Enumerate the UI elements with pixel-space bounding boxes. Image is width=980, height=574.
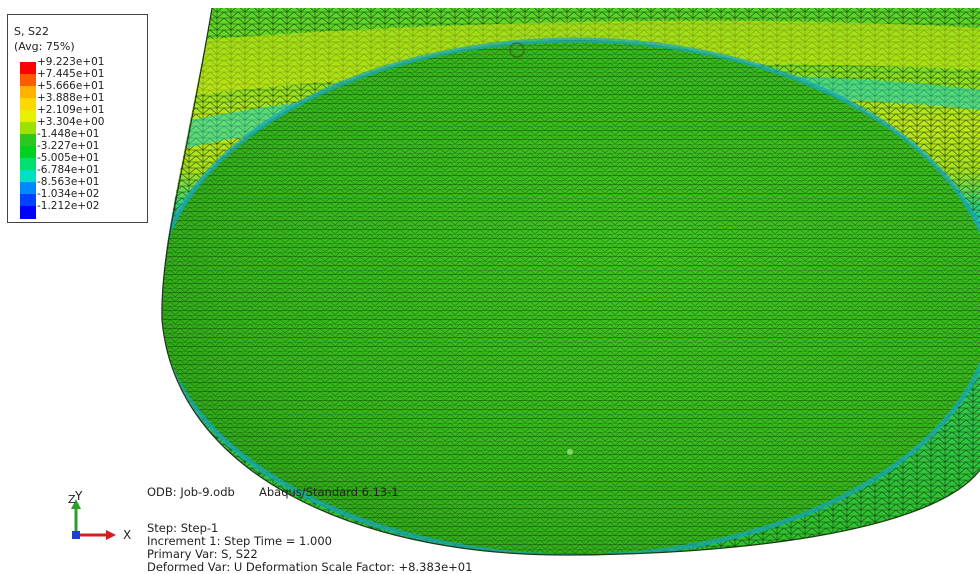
legend-swatch — [20, 74, 36, 87]
z-axis-arrow — [71, 499, 81, 535]
legend-subtitle: (Avg: 75%) — [14, 40, 75, 53]
legend-swatch — [20, 194, 36, 207]
legend-label: -5.005e+01 — [37, 152, 100, 164]
x-axis-arrow — [76, 530, 116, 540]
x-axis-label: X — [123, 528, 131, 542]
legend-label: -3.227e+01 — [37, 140, 100, 152]
legend-label: +3.888e+01 — [37, 92, 105, 104]
legend-label: +3.304e+00 — [37, 116, 105, 128]
step-info: Step: Step-1 — [147, 521, 219, 535]
legend-label: +7.445e+01 — [37, 68, 105, 80]
legend-swatch — [20, 182, 36, 195]
legend-label: -1.034e+02 — [37, 188, 100, 200]
legend-swatch — [20, 170, 36, 183]
legend-swatch — [20, 86, 36, 99]
legend-swatch — [20, 110, 36, 123]
primary-var-info: Primary Var: S, S22 — [147, 547, 258, 561]
legend-swatch — [20, 122, 36, 135]
legend-swatch — [20, 62, 36, 75]
legend-swatch — [20, 158, 36, 171]
deformed-var-info: Deformed Var: U Deformation Scale Factor… — [147, 560, 473, 574]
y-axis-label: Y — [74, 489, 83, 503]
legend-swatch — [20, 206, 36, 219]
z-axis-label: Z — [68, 493, 76, 506]
legend-label: -1.448e+01 — [37, 128, 100, 140]
axis-triad: Z Y X — [68, 489, 131, 542]
legend-label: -8.563e+01 — [37, 176, 100, 188]
legend-label: +5.666e+01 — [37, 80, 105, 92]
contour-legend: S, S22 (Avg: 75%) +9.223e+01+7.445e+01+5… — [7, 14, 148, 223]
odb-info: ODB: Job-9.odb — [147, 485, 235, 499]
legend-color-bar — [20, 62, 36, 219]
legend-label: -6.784e+01 — [37, 164, 100, 176]
legend-title: S, S22 — [14, 25, 49, 38]
legend-label: +9.223e+01 — [37, 56, 105, 68]
legend-swatch — [20, 146, 36, 159]
legend-swatch — [20, 98, 36, 111]
solver-info: Abaqus/Standard 6.13-1 — [259, 485, 399, 499]
cylinder-model — [161, 8, 980, 555]
legend-swatch — [20, 134, 36, 147]
legend-label: +2.109e+01 — [37, 104, 105, 116]
increment-info: Increment 1: Step Time = 1.000 — [147, 534, 332, 548]
legend-label: -1.212e+02 — [37, 200, 100, 212]
